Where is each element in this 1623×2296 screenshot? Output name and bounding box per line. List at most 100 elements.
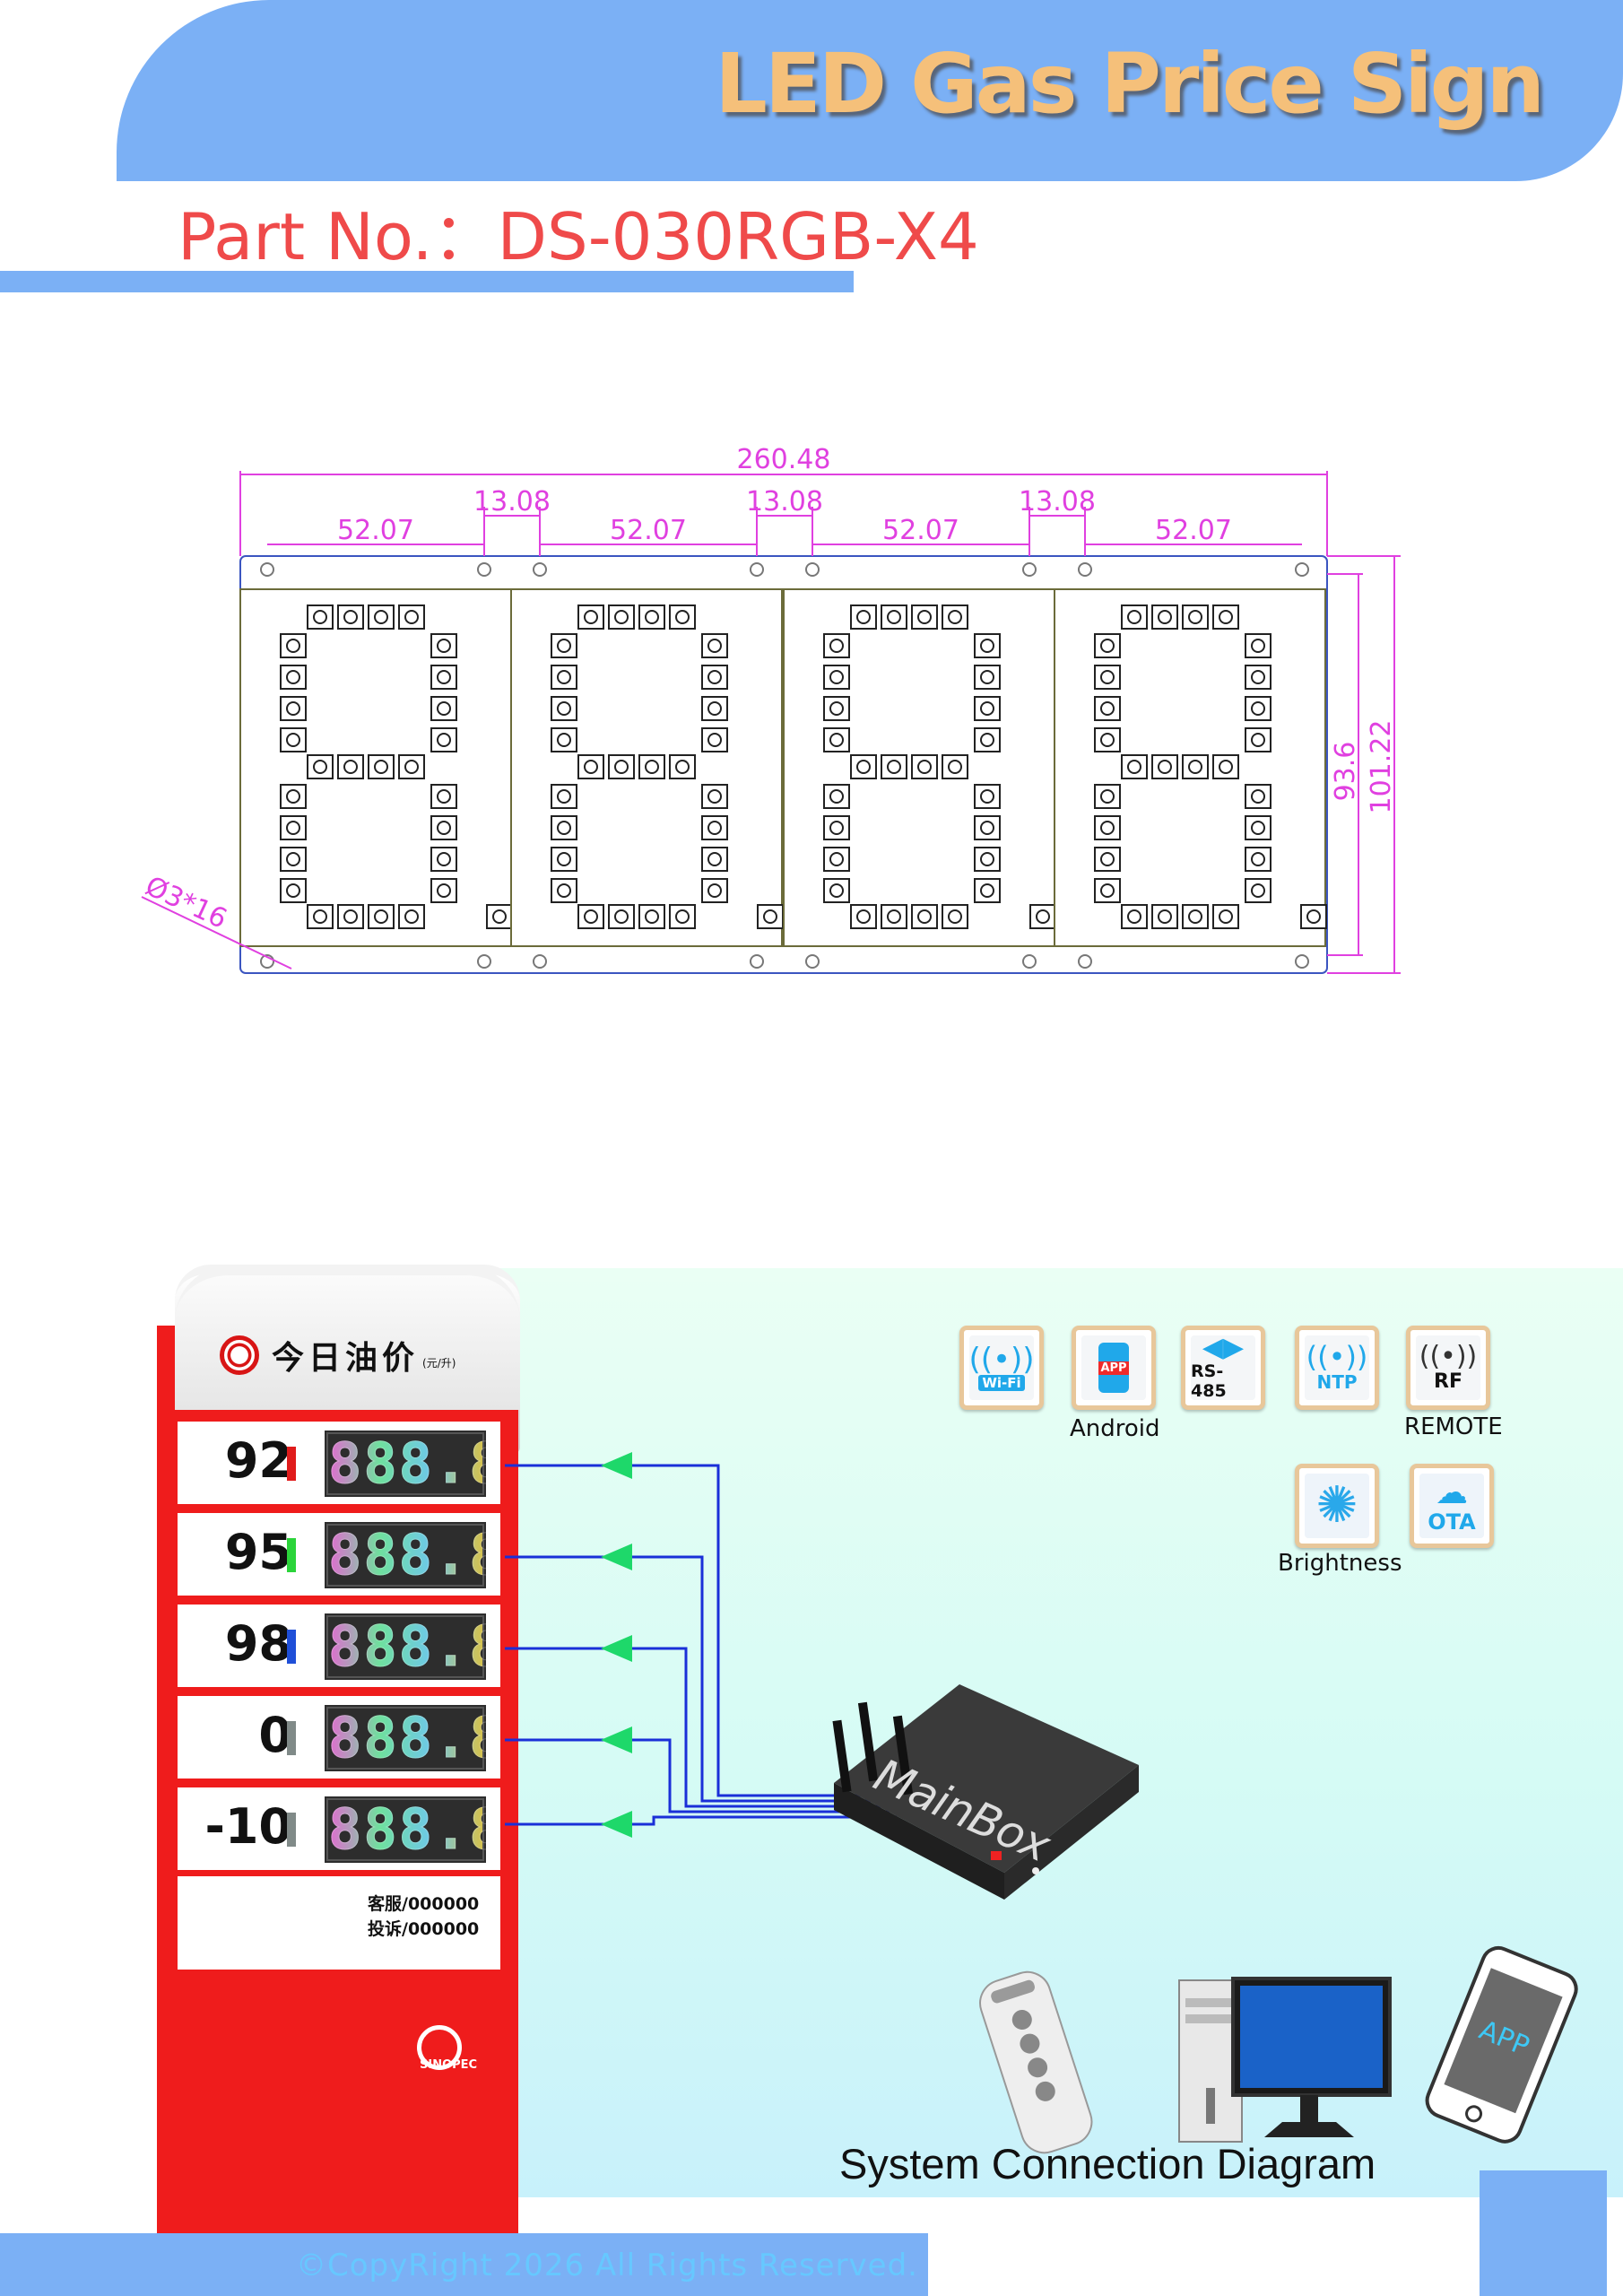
led-pad-ring [707, 701, 722, 716]
mounting-hole [1078, 562, 1092, 577]
led-pad-ring [980, 821, 994, 835]
dim-digit-width-4: 52.07 [1155, 515, 1232, 546]
led-pad [430, 878, 457, 903]
led-pad-ring [437, 883, 451, 898]
fuel-grade-label: -10 [204, 1798, 292, 1855]
led-pad-ring [1251, 639, 1265, 653]
led-pad-ring [286, 789, 300, 804]
mounting-hole [477, 954, 491, 969]
led-pad-ring [1100, 670, 1115, 684]
led-pad [337, 904, 364, 929]
mounting-hole [1022, 562, 1037, 577]
led-pad [974, 815, 1001, 840]
led-pad [638, 754, 665, 779]
mounting-hole [750, 954, 764, 969]
led-pad [942, 904, 968, 929]
led-pad-ring [980, 701, 994, 716]
led-pad [701, 727, 728, 752]
led-pad-ring [1251, 883, 1265, 898]
led-pad [974, 847, 1001, 872]
led-pad [368, 904, 395, 929]
pylon-brand-unit: (元/升) [422, 1356, 456, 1370]
led-display-panel [325, 1522, 486, 1588]
led-pad-ring [1100, 883, 1115, 898]
led-pad [608, 604, 635, 630]
rs485-feature: ◀▶ RS-485 [1181, 1326, 1265, 1410]
dim-digit-width-2: 52.07 [610, 515, 687, 546]
header-band [117, 0, 1623, 181]
dim-gap-1: 13.08 [473, 486, 551, 517]
mounting-hole [805, 562, 820, 577]
led-pad-ring [675, 760, 690, 774]
led-pad-ring [557, 821, 571, 835]
led-pad [701, 878, 728, 903]
led-pad [1182, 604, 1209, 630]
led-pad-ring [829, 821, 844, 835]
led-pad-ring [829, 852, 844, 866]
service-line: 客服/000000 [368, 1894, 480, 1914]
led-pad-ring [437, 701, 451, 716]
rs485-label: RS-485 [1191, 1361, 1227, 1401]
connector-icon: ◀▶ [1202, 1332, 1245, 1363]
led-pad [551, 815, 577, 840]
app-feature: APP [1072, 1326, 1156, 1410]
led-pad [430, 727, 457, 752]
led-pad-ring [286, 821, 300, 835]
led-pad [430, 784, 457, 809]
led-pad-ring [1219, 610, 1233, 624]
led-pad [974, 878, 1001, 903]
dim-gap-2: 13.08 [746, 486, 823, 517]
led-pad-ring [1219, 760, 1233, 774]
pylon-brand-title: 今日油价 [272, 1340, 420, 1377]
arrow-icon [601, 1452, 632, 1479]
led-pad-ring [557, 639, 571, 653]
led-pad [280, 847, 307, 872]
brightness-caption: Brightness [1278, 1550, 1402, 1577]
led-pad-ring [557, 789, 571, 804]
led-pad [1094, 784, 1121, 809]
led-pad [280, 665, 307, 690]
led-pad-ring [1219, 909, 1233, 924]
dim-overall-width: 260.48 [737, 444, 831, 475]
led-pad [701, 847, 728, 872]
led-pad-ring [614, 610, 629, 624]
led-pad [1245, 665, 1271, 690]
led-pad-ring [437, 670, 451, 684]
led-pad [911, 754, 938, 779]
copyright-text: ©CopyRight 2026 All Rights Reserved. [296, 2248, 918, 2283]
led-pad [608, 754, 635, 779]
complaint-line: 投诉/000000 [368, 1919, 480, 1939]
pylon-bottom-logo-icon [417, 2025, 462, 2070]
led-pad-ring [286, 883, 300, 898]
diagram-caption: System Connection Diagram [839, 2140, 1376, 2187]
led-pad-ring [980, 670, 994, 684]
led-price-display: 888.8 [326, 1705, 505, 1770]
dim-hole-spec: Ø3*16 [141, 871, 232, 935]
led-pad [701, 633, 728, 658]
led-pad [974, 633, 1001, 658]
led-pad [280, 815, 307, 840]
led-pad [1245, 696, 1271, 721]
led-pad-ring [557, 883, 571, 898]
led-display-panel [325, 1796, 486, 1863]
led-pad [280, 784, 307, 809]
ota-feature: ☁ OTA [1410, 1464, 1494, 1548]
mounting-hole [750, 562, 764, 577]
led-pad-ring [856, 610, 871, 624]
led-pad-ring [1188, 909, 1202, 924]
brightness-feature: ✺ [1295, 1464, 1379, 1548]
mainbox-icon [832, 1684, 1139, 1900]
led-pad-ring [1251, 733, 1265, 747]
led-pad [638, 904, 665, 929]
led-pad [337, 754, 364, 779]
ntp-label: NTP [1316, 1371, 1358, 1393]
led-pad-ring [286, 733, 300, 747]
led-pad-ring [829, 883, 844, 898]
led-pad [823, 847, 850, 872]
led-pad [1029, 904, 1056, 929]
led-pad [881, 904, 907, 929]
led-pad [823, 878, 850, 903]
led-pad-ring [707, 883, 722, 898]
led-pad-ring [404, 610, 419, 624]
wifi-icon: ((•)) [968, 1342, 1035, 1378]
